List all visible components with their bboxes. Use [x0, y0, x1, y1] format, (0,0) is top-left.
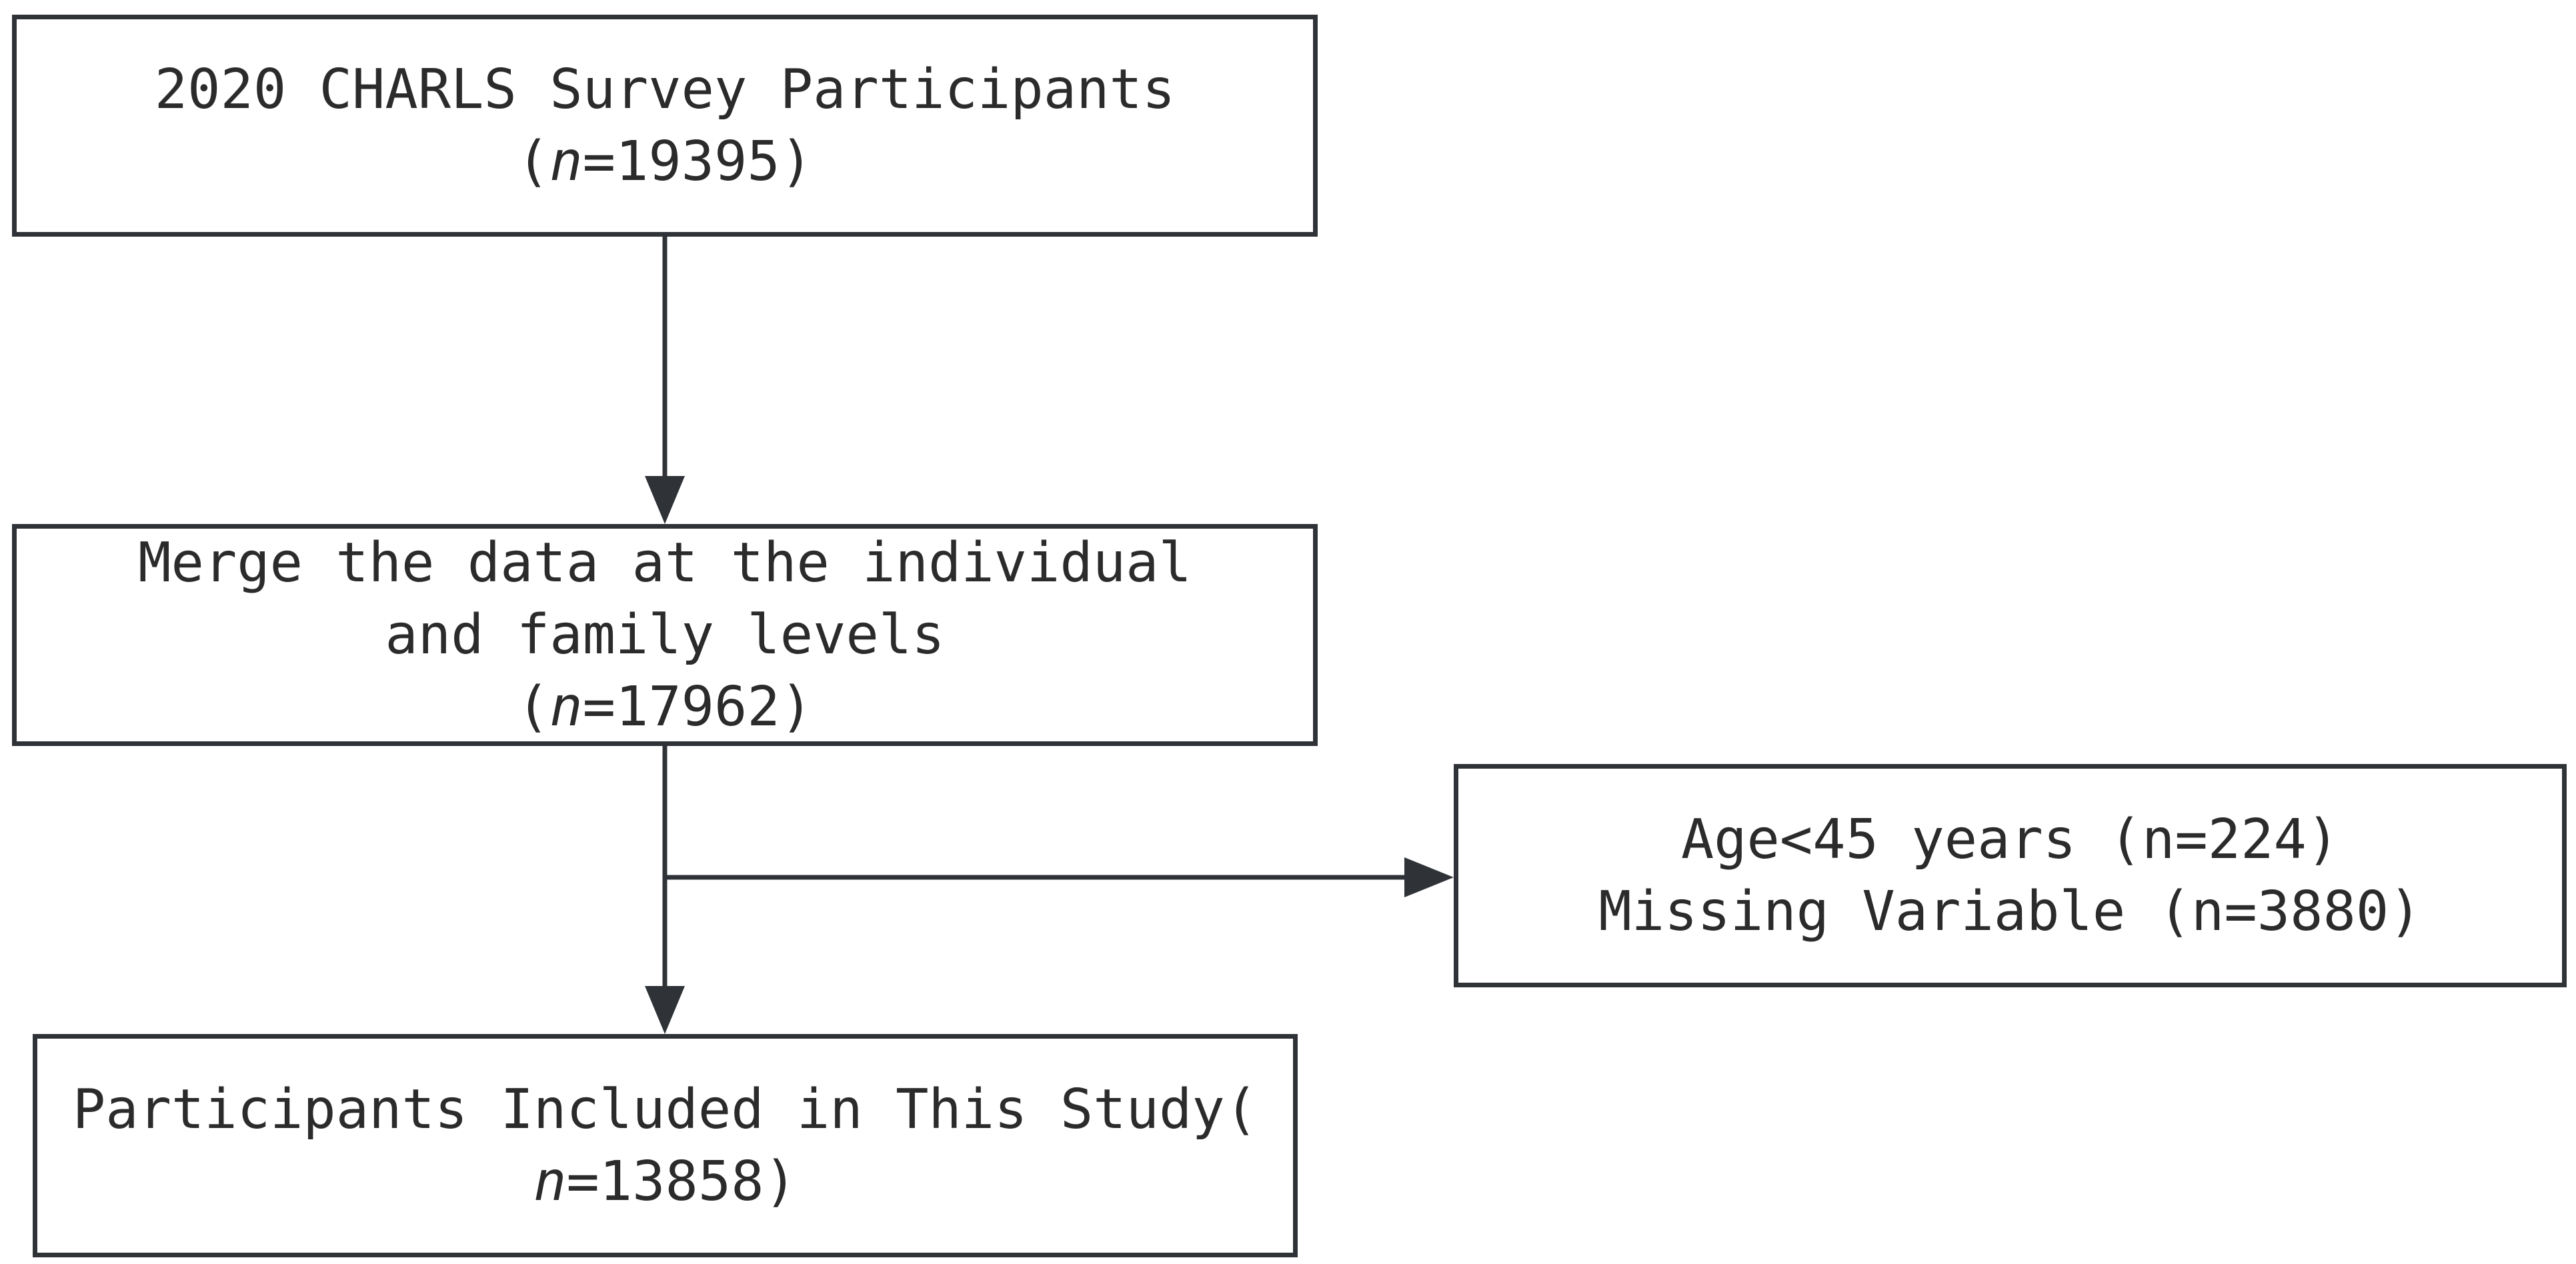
excluded-missing: Missing Variable (n=3880) [1598, 879, 2422, 943]
n-symbol: n [533, 1149, 567, 1213]
survey-title: 2020 CHARLS Survey Participants [154, 57, 1176, 121]
arrowhead-excluded [1404, 857, 1454, 897]
merge-count: (n=17962) [516, 675, 814, 739]
included-title: Participants Included in This Study( [72, 1077, 1258, 1141]
included-participants-box: Participants Included in This Study( n=1… [33, 1034, 1298, 1257]
arrowhead-included [645, 986, 685, 1034]
n-symbol: n [549, 129, 583, 193]
n-value: =19395 [582, 129, 780, 193]
merge-line-1: Merge the data at the individual [138, 531, 1192, 595]
included-count: n=13858) [533, 1146, 797, 1218]
survey-participants-box: 2020 CHARLS Survey Participants (n=19395… [12, 15, 1318, 237]
n-symbol: n [549, 675, 583, 739]
survey-count: (n=19395) [516, 129, 814, 193]
merge-line-2: and family levels [385, 603, 945, 667]
arrowhead-merge [645, 476, 685, 524]
n-value: =17962 [582, 675, 780, 739]
excluded-age: Age<45 years (n=224) [1680, 807, 2340, 871]
merge-data-box: Merge the data at the individual and fam… [12, 524, 1318, 746]
excluded-box: Age<45 years (n=224) Missing Variable (n… [1454, 764, 2567, 987]
n-value: =13858) [566, 1149, 797, 1213]
